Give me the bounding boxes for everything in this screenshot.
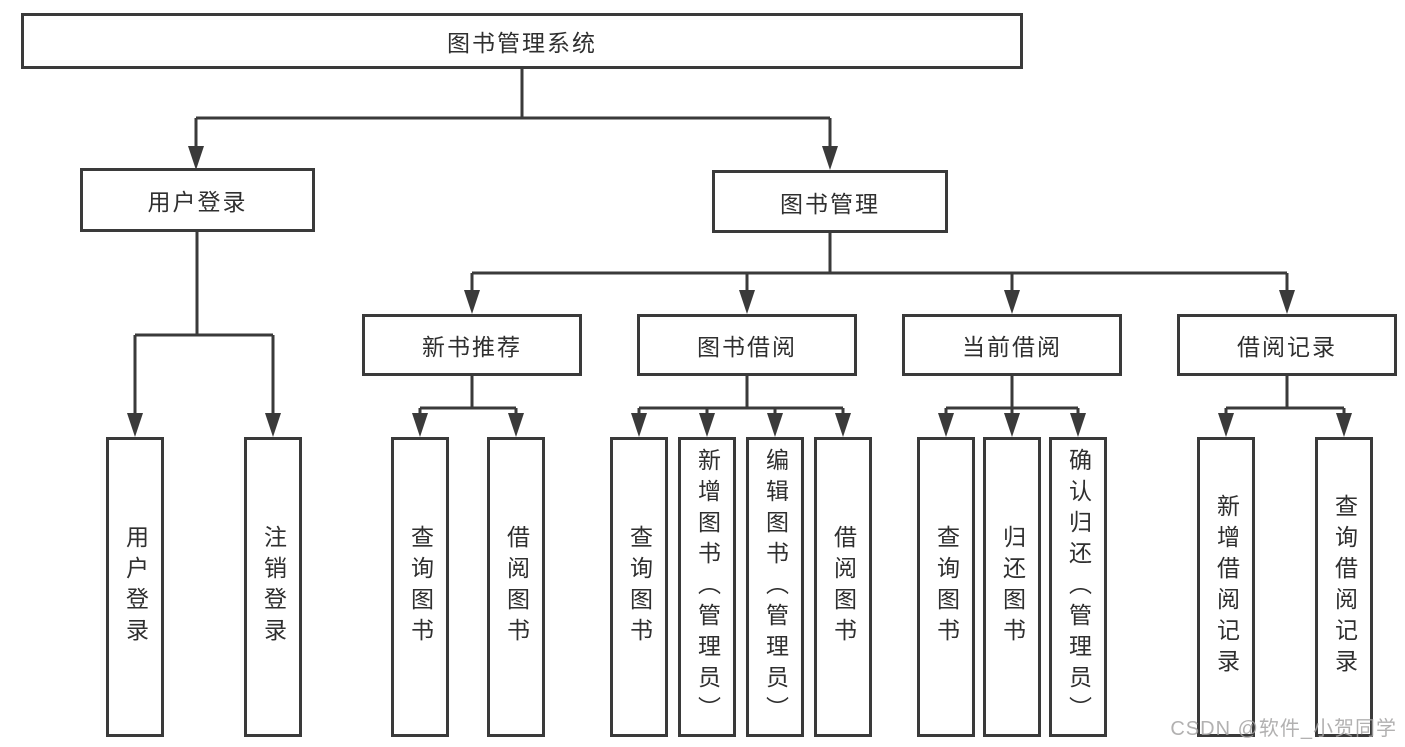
node-edit-books-admin: 编辑图书（管理员） [746, 437, 804, 737]
node-borrow-books-recommend-label: 借阅图书 [503, 525, 530, 649]
node-query-borrow-record: 查询借阅记录 [1315, 437, 1373, 737]
node-logout-leaf-label: 注销登录 [260, 525, 287, 649]
node-book-borrow: 图书借阅 [637, 314, 857, 376]
node-borrow-books-leaf-label: 借阅图书 [830, 525, 857, 649]
node-return-books: 归还图书 [983, 437, 1041, 737]
node-user-login-leaf-label: 用户登录 [122, 525, 149, 649]
connector-borrow-records-to-leaves [1224, 376, 1346, 419]
connector-new-book-recommend-to-leaves [418, 376, 518, 419]
node-user-login-leaf: 用户登录 [106, 437, 164, 737]
connector-book-management-to-level3 [470, 233, 1289, 296]
node-edit-books-admin-label: 编辑图书（管理员） [762, 447, 789, 727]
node-query-books-current-label: 查询图书 [933, 525, 960, 649]
node-borrow-books-recommend: 借阅图书 [487, 437, 545, 737]
csdn-watermark: CSDN @软件_小贺同学 [1170, 718, 1397, 740]
connector-book-borrow-to-leaves [637, 376, 845, 419]
node-add-books-admin: 新增图书（管理员） [678, 437, 736, 737]
connector-user-login-to-leaves [133, 232, 275, 419]
node-query-books-current: 查询图书 [917, 437, 975, 737]
node-add-borrow-record-label: 新增借阅记录 [1213, 494, 1240, 680]
node-borrow-books-leaf: 借阅图书 [814, 437, 872, 737]
node-current-borrow: 当前借阅 [902, 314, 1122, 376]
node-query-books-borrow: 查询图书 [610, 437, 668, 737]
node-new-book-recommend: 新书推荐 [362, 314, 582, 376]
node-query-books-recommend: 查询图书 [391, 437, 449, 737]
node-add-borrow-record: 新增借阅记录 [1197, 437, 1255, 737]
node-borrow-records: 借阅记录 [1177, 314, 1397, 376]
node-query-books-borrow-label: 查询图书 [626, 525, 653, 649]
node-return-books-label: 归还图书 [999, 525, 1026, 649]
connector-root-to-level2 [194, 69, 832, 152]
node-add-books-admin-label: 新增图书（管理员） [694, 447, 721, 727]
node-library-management-system: 图书管理系统 [21, 13, 1023, 69]
node-book-management: 图书管理 [712, 170, 948, 233]
node-confirm-return-admin-label: 确认归还（管理员） [1065, 447, 1092, 727]
node-confirm-return-admin: 确认归还（管理员） [1049, 437, 1107, 737]
node-query-books-recommend-label: 查询图书 [407, 525, 434, 649]
node-user-login-group: 用户登录 [80, 168, 315, 232]
connector-current-borrow-to-leaves [944, 376, 1080, 419]
node-logout-leaf: 注销登录 [244, 437, 302, 737]
node-query-borrow-record-label: 查询借阅记录 [1331, 494, 1358, 680]
